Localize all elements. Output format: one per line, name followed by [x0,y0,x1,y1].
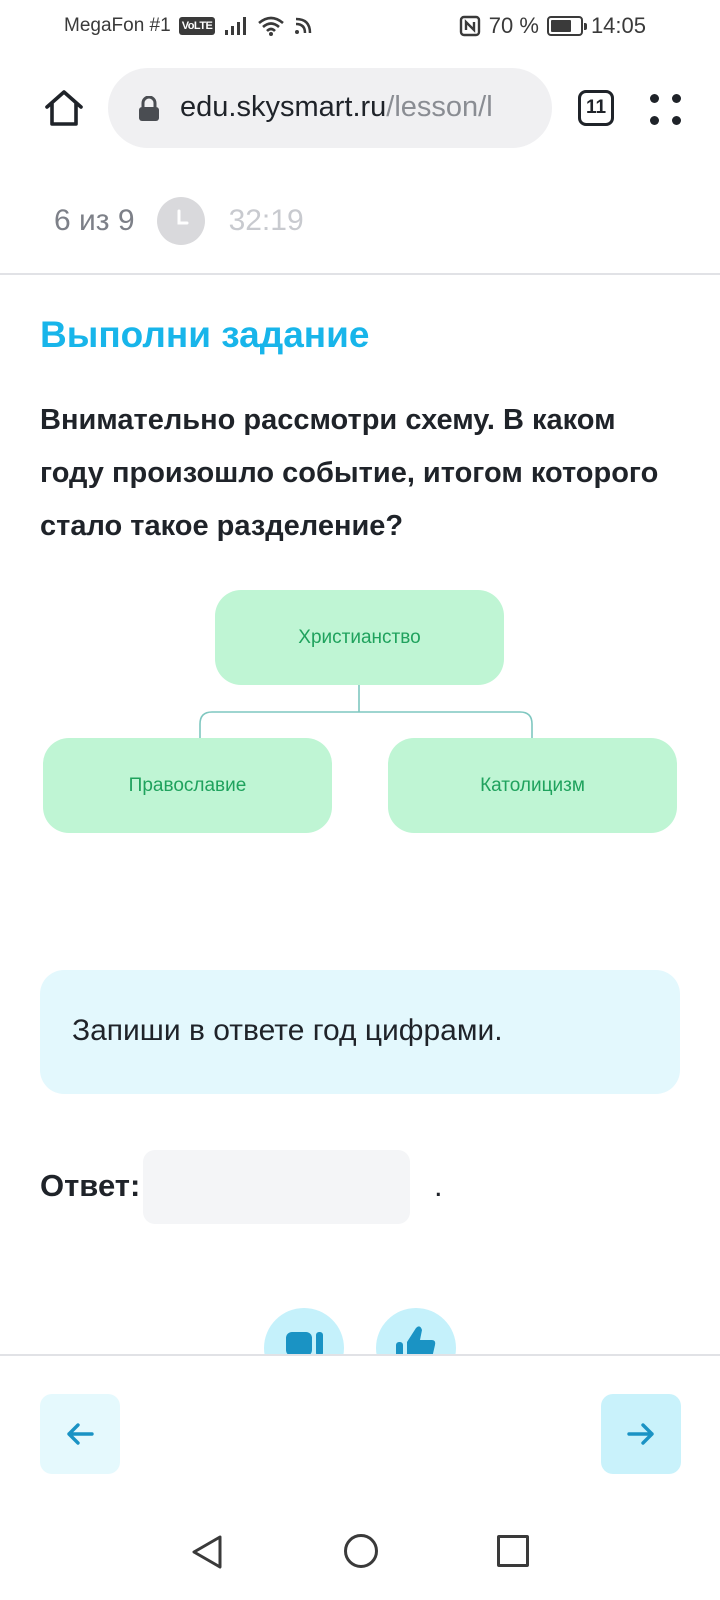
thumbs-down-icon [286,1332,323,1356]
answer-suffix: . [434,1168,443,1203]
lesson-progress: 6 из 9 32:19 [54,196,304,246]
hint-text: Запиши в ответе год цифрами. [72,1014,503,1047]
clock-time: 14:05 [590,13,646,38]
next-task-button[interactable] [601,1394,681,1474]
divider [0,273,720,275]
answer-label: Ответ: [40,1168,141,1203]
scheme-connector [199,685,533,738]
wifi-icon [258,16,285,36]
task-counter: 6 из 9 [54,204,135,237]
home-icon[interactable] [42,86,86,130]
battery-percent: 70 % [488,13,539,38]
task-navigation [0,1354,720,1504]
arrow-right-icon [627,1423,654,1445]
answer-row: Ответ: . [40,1150,680,1224]
browser-toolbar: edu.skysmart.ru/lesson/l 11 [0,66,720,148]
volte-badge: VoLTE [178,17,216,35]
answer-input[interactable] [143,1150,410,1224]
status-left: MegaFon #1 VoLTE [64,15,313,37]
hint-box: Запиши в ответе год цифрами. [40,970,680,1094]
task-question: Внимательно рассмотри схему. В каком год… [40,404,659,542]
nfc-icon [459,15,480,37]
scheme-node-right: Католицизм [388,738,677,833]
url-text: edu.skysmart.ru/lesson/l [180,91,493,124]
status-right: 70 % 14:05 [459,13,646,39]
url-path: /lesson/l [386,91,493,123]
home-circle-icon[interactable] [344,1534,378,1568]
clock-icon [156,197,205,245]
arrow-left-icon [67,1423,94,1445]
menu-dots-icon[interactable] [648,92,688,132]
signal-icon [225,17,247,35]
back-icon[interactable] [190,1534,224,1570]
lock-icon [139,96,159,121]
task-title: Выполни задание [40,314,370,355]
scheme-node-left: Православие [43,738,332,833]
scheme-node-root: Христианство [215,590,504,685]
tabs-count-button[interactable]: 11 [578,90,614,126]
status-bar: MegaFon #1 VoLTE 70 % 14:05 [0,0,720,54]
address-bar[interactable]: edu.skysmart.ru/lesson/l [108,68,552,148]
scheme-diagram: Христианство Православие Католицизм [0,590,720,840]
carrier-name: MegaFon #1 [64,15,171,36]
battery-icon [546,16,587,36]
previous-task-button[interactable] [40,1394,120,1474]
timer: 32:19 [228,204,304,237]
url-host: edu.skysmart.ru [180,91,387,123]
hotspot-icon [295,17,312,34]
recent-apps-icon[interactable] [497,1535,529,1567]
system-navigation [0,1504,720,1600]
battery-fill [550,20,571,32]
